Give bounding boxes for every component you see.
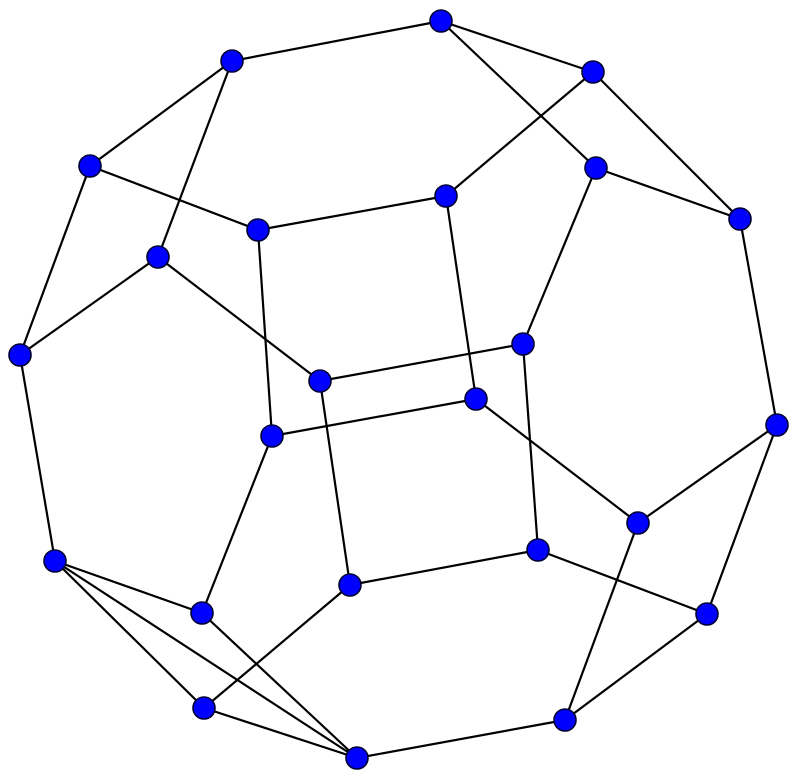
graph-edge — [705, 423, 779, 616]
graph-edge — [200, 611, 359, 760]
graph-edge — [200, 434, 274, 615]
graph-vertex — [511, 332, 535, 356]
graph-edge — [230, 19, 443, 63]
graph-vertex — [581, 60, 605, 84]
graph-edge — [256, 228, 274, 438]
graph-vertex — [192, 696, 216, 720]
graph-vertex — [190, 601, 214, 625]
vertex-layer — [8, 9, 789, 770]
graph-vertex — [338, 573, 362, 597]
graph-edge — [88, 59, 234, 168]
graph-edge — [439, 19, 598, 170]
graph-edge — [521, 166, 598, 346]
graph-edge — [738, 217, 779, 427]
graph-edge — [202, 583, 352, 710]
graph-edge — [439, 19, 595, 74]
graph-edge — [156, 59, 234, 259]
graph-edge — [18, 255, 160, 357]
graph-edge — [474, 397, 640, 525]
graph-edge — [355, 718, 567, 760]
graph-edge — [202, 706, 359, 760]
graph-vertex — [434, 184, 458, 208]
graph-vertex — [695, 602, 719, 626]
graph-edge — [444, 194, 478, 401]
graph-vertex — [526, 538, 550, 562]
graph-edge — [270, 397, 478, 438]
graph-vertex — [146, 245, 170, 269]
graph-edge — [256, 194, 448, 232]
graph-edge — [18, 353, 57, 563]
graph-vertex — [260, 424, 284, 448]
graph-vertex — [43, 549, 67, 573]
graph-edge — [53, 559, 204, 615]
edge-layer — [18, 19, 779, 760]
graph-vertex — [78, 154, 102, 178]
graph-edge — [318, 342, 525, 383]
graph-edge — [636, 423, 779, 525]
graph-vertex — [246, 218, 270, 242]
graph-edge — [591, 70, 742, 221]
graph-edge — [53, 559, 206, 710]
graph-edge — [88, 164, 260, 232]
graph-edge — [521, 342, 540, 552]
graph-edge — [318, 379, 352, 587]
graph-edge — [156, 255, 322, 383]
graph-edge — [563, 521, 640, 722]
graph-vertex — [728, 207, 752, 231]
graph-edge — [563, 612, 709, 722]
graph-edge — [444, 70, 595, 198]
graph-edge — [18, 164, 92, 357]
graph-vertex — [584, 156, 608, 180]
graph-vertex — [8, 343, 32, 367]
graph-vertex — [553, 708, 577, 732]
graph-edge — [53, 559, 359, 760]
graph-edge — [536, 548, 709, 616]
graph-edge — [594, 166, 742, 221]
graph-vertex — [220, 49, 244, 73]
graph-vertex — [765, 413, 789, 437]
graph-vertex — [464, 387, 488, 411]
graph-vertex — [345, 746, 369, 770]
graph-vertex — [429, 9, 453, 33]
graph-vertex — [626, 511, 650, 535]
graph-edge — [348, 548, 540, 587]
graph-vertex — [308, 369, 332, 393]
